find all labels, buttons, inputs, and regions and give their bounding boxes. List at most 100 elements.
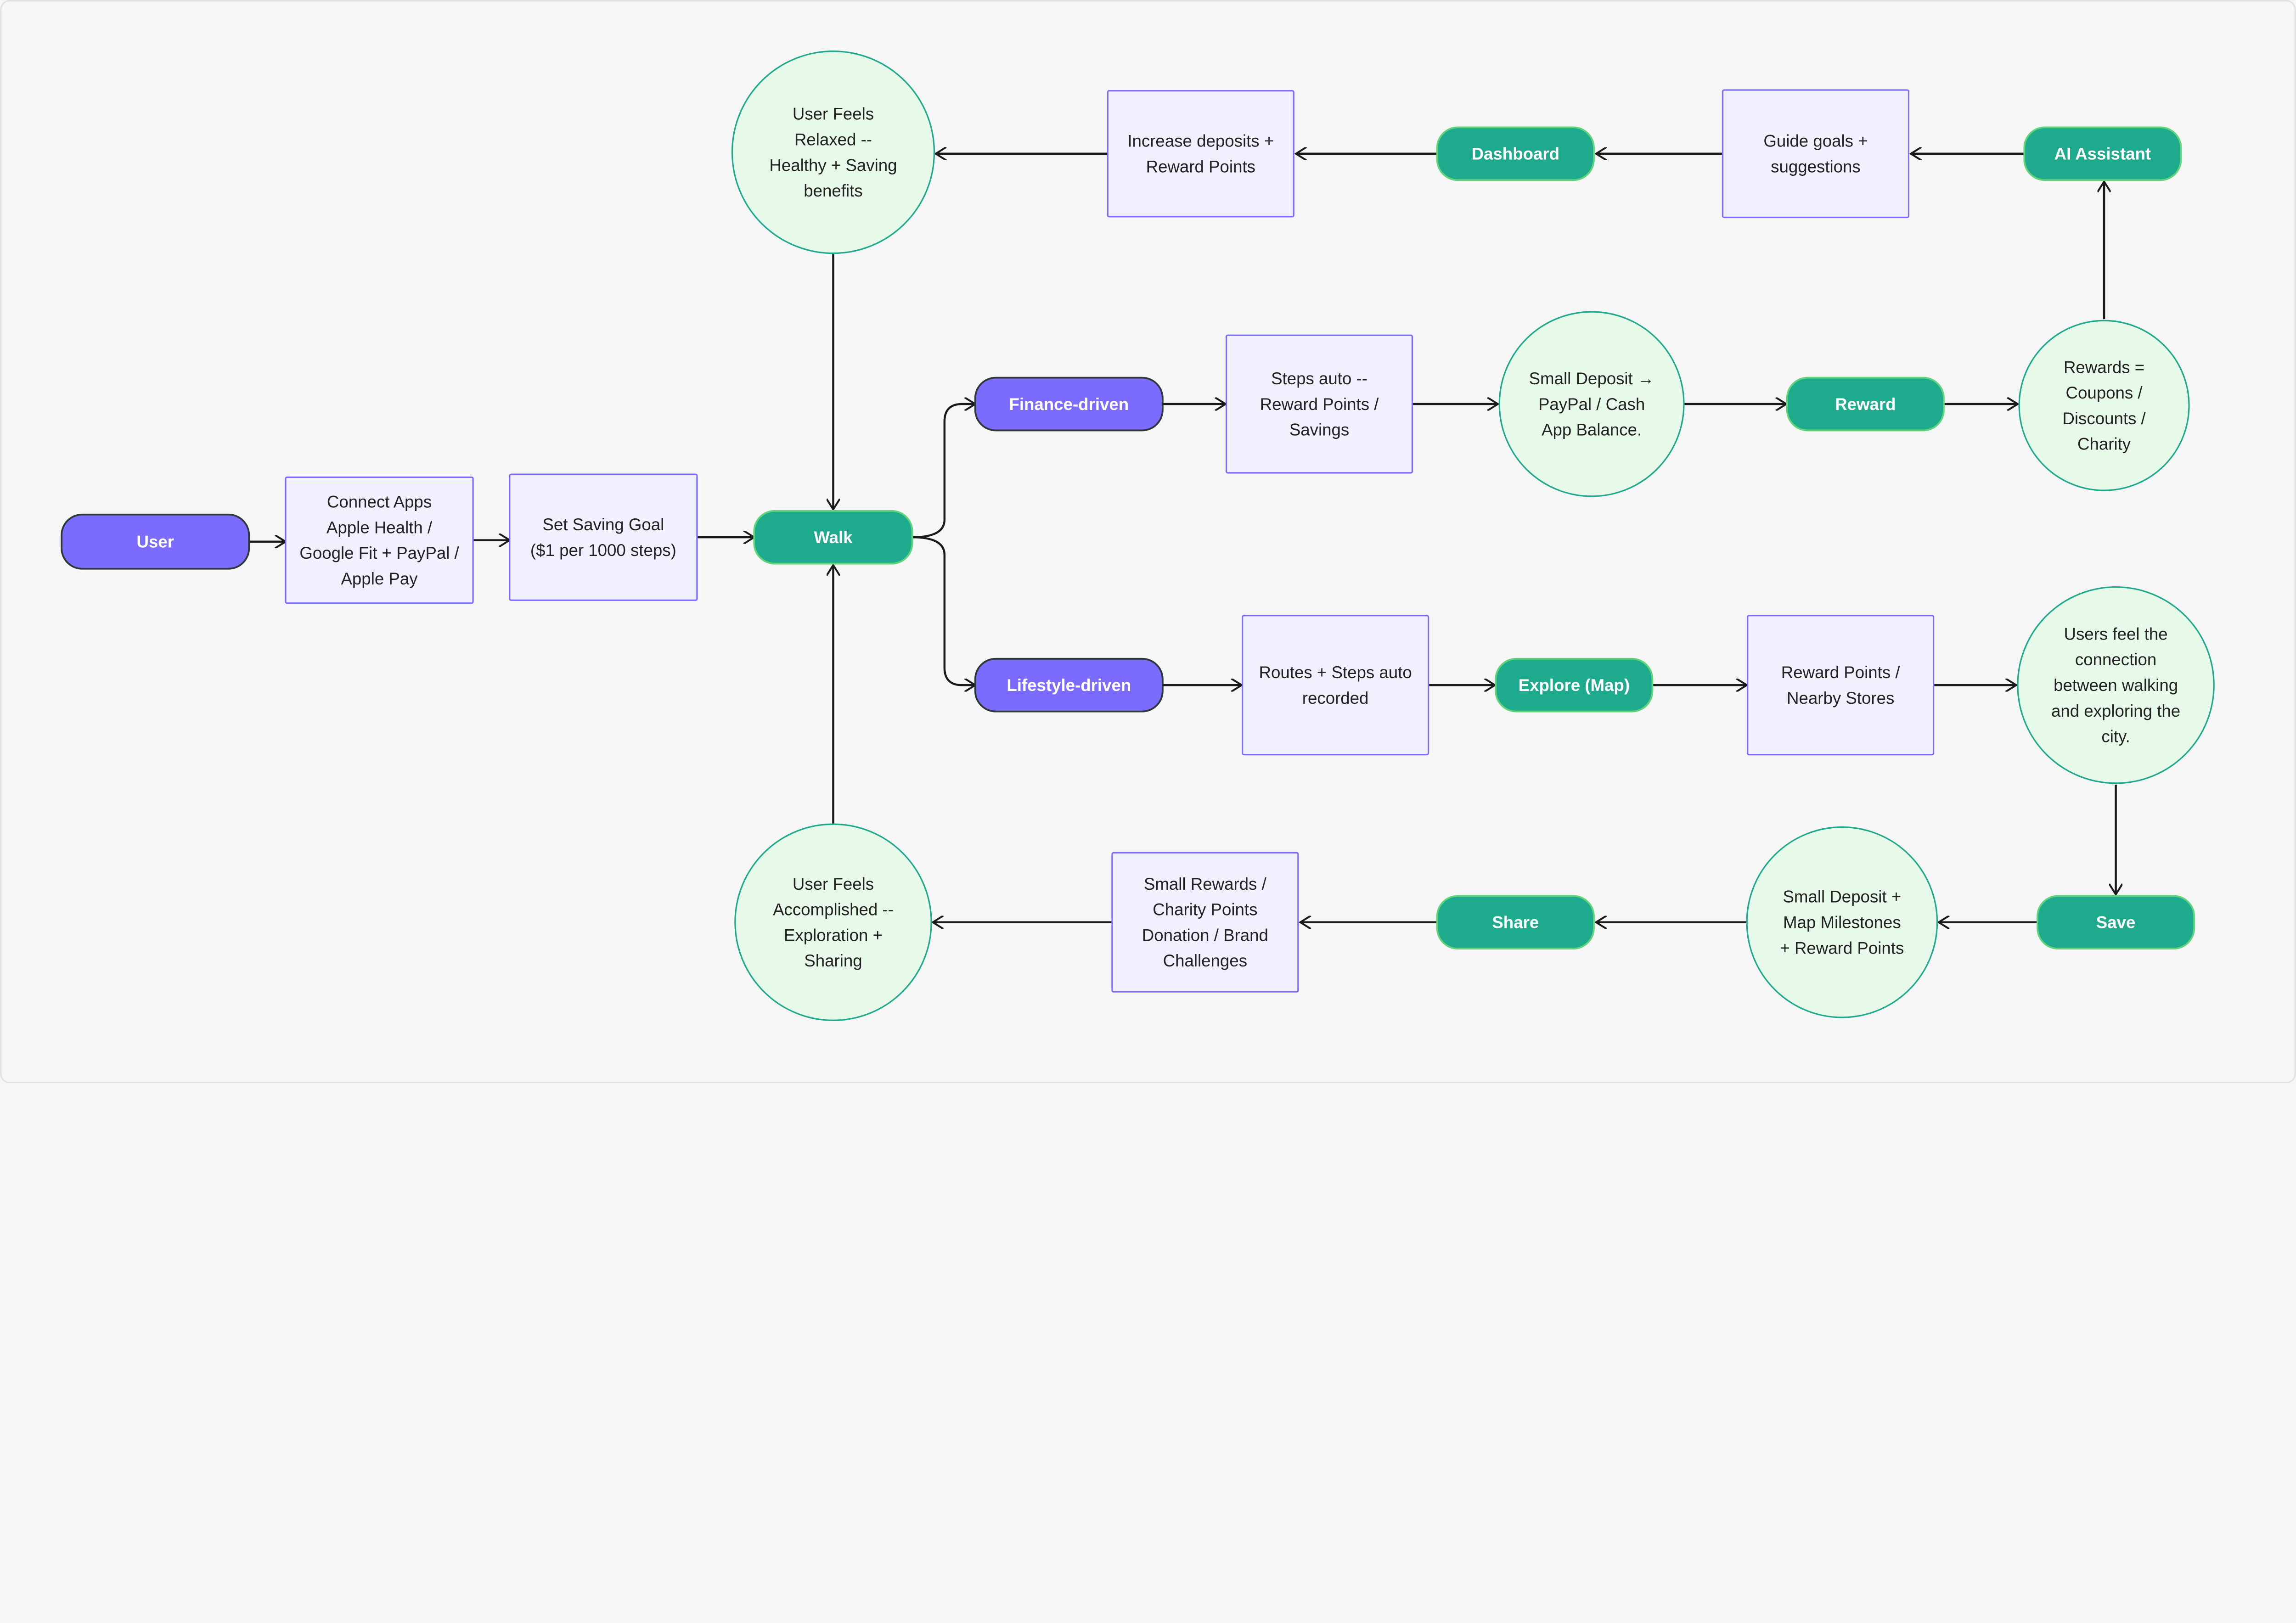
node-reward[interactable]: Reward bbox=[1786, 376, 1945, 432]
node-label-line: User Feels bbox=[793, 105, 874, 124]
node-label-line: Discounts / bbox=[2062, 409, 2146, 428]
node-label-line: App Balance. bbox=[1542, 421, 1642, 439]
node-explore[interactable]: Explore (Map) bbox=[1495, 657, 1654, 713]
node-label-line: Lifestyle-driven bbox=[1007, 676, 1131, 695]
node-label-line: Users feel the bbox=[2064, 624, 2168, 643]
node-label-line: User bbox=[136, 532, 174, 551]
node-label-line: connection bbox=[2075, 650, 2156, 669]
node-label-line: Share bbox=[1492, 913, 1539, 932]
pill-shape bbox=[1436, 126, 1595, 181]
node-label-line: Challenges bbox=[1163, 951, 1247, 970]
node-label-line: Reward Points / bbox=[1781, 663, 1901, 682]
node-label-line: Reward Points bbox=[1146, 157, 1255, 176]
node-label-line: suggestions bbox=[1771, 157, 1861, 176]
node-walk[interactable]: Walk bbox=[753, 510, 913, 565]
node-user[interactable]: User bbox=[61, 513, 250, 570]
box-shape bbox=[1111, 852, 1299, 993]
node-label-line: and exploring the bbox=[2051, 702, 2180, 720]
node-finance[interactable]: Finance-driven bbox=[974, 376, 1164, 432]
node-rewards[interactable]: Rewards =Coupons /Discounts /Charity bbox=[2018, 320, 2190, 491]
pill-shape bbox=[61, 513, 250, 570]
node-label-line: Google Fit + PayPal / bbox=[299, 544, 459, 562]
circle-shape bbox=[731, 51, 935, 254]
node-label-line: Reward bbox=[1835, 395, 1896, 414]
circle-shape bbox=[734, 823, 932, 1021]
box-shape bbox=[1242, 615, 1429, 756]
node-label-line: recorded bbox=[1302, 689, 1369, 708]
node-label-line: Small Deposit + bbox=[1783, 887, 1901, 906]
node-label-line: benefits bbox=[804, 181, 862, 200]
box-shape bbox=[285, 476, 474, 604]
box-shape bbox=[509, 473, 698, 601]
node-label-line: Charity bbox=[2077, 435, 2131, 454]
edges-layer bbox=[249, 154, 2116, 922]
node-label-line: Charity Points bbox=[1153, 900, 1257, 919]
node-label-line: Donation / Brand bbox=[1142, 926, 1268, 944]
arrow-walk-to-finance bbox=[912, 404, 975, 539]
node-label-line: Apple Health / bbox=[326, 518, 433, 537]
node-steps[interactable]: Steps auto --Reward Points /Savings bbox=[1225, 334, 1413, 474]
node-label-line: + Reward Points bbox=[1780, 938, 1904, 957]
node-label-line: Steps auto -- bbox=[1271, 369, 1367, 388]
node-label-line: Small Deposit → bbox=[1529, 369, 1654, 388]
node-label-line: Nearby Stores bbox=[1787, 689, 1894, 708]
pill-shape bbox=[1495, 657, 1654, 713]
box-shape bbox=[1225, 334, 1413, 474]
node-increase[interactable]: Increase deposits + Reward Points bbox=[1107, 90, 1294, 218]
pill-shape bbox=[1436, 895, 1595, 950]
node-dashboard[interactable]: Dashboard bbox=[1436, 126, 1595, 181]
node-label-line: Set Saving Goal bbox=[542, 515, 664, 534]
node-nearby[interactable]: Reward Points / Nearby Stores bbox=[1747, 615, 1935, 756]
node-milestones[interactable]: Small Deposit + Map Milestones + Reward Po… bbox=[1746, 826, 1938, 1018]
node-label-line: Connect Apps bbox=[327, 493, 432, 511]
node-label-line: Exploration + bbox=[784, 926, 883, 944]
node-label-line: Relaxed -- bbox=[794, 130, 872, 149]
node-label-line: Apple Pay bbox=[341, 569, 418, 588]
node-label-line: Increase deposits + bbox=[1127, 132, 1274, 151]
node-label-line: Routes + Steps auto bbox=[1259, 663, 1412, 682]
node-label-line: Save bbox=[2096, 913, 2136, 932]
node-label-line: Explore (Map) bbox=[1519, 676, 1630, 695]
circle-shape bbox=[1746, 826, 1938, 1018]
box-shape bbox=[1722, 89, 1910, 219]
pill-shape bbox=[2023, 126, 2182, 181]
circle-shape bbox=[2018, 320, 2190, 491]
node-label-line: Dashboard bbox=[1472, 145, 1559, 163]
node-routes[interactable]: Routes + Steps auto recorded bbox=[1242, 615, 1429, 756]
node-label-line: Healthy + Saving bbox=[769, 156, 897, 174]
node-guide[interactable]: Guide goals + suggestions bbox=[1722, 89, 1910, 219]
node-lifestyle[interactable]: Lifestyle-driven bbox=[974, 657, 1164, 713]
pill-shape bbox=[1786, 376, 1945, 432]
node-label-line: Map Milestones bbox=[1783, 913, 1901, 932]
node-label-line: ($1 per 1000 steps) bbox=[530, 541, 676, 560]
circle-shape bbox=[1498, 311, 1685, 497]
node-label-line: Guide goals + bbox=[1763, 132, 1868, 151]
box-shape bbox=[1107, 90, 1294, 218]
pill-shape bbox=[974, 376, 1164, 432]
node-ai[interactable]: AI Assistant bbox=[2023, 126, 2182, 181]
node-label-line: Sharing bbox=[804, 951, 862, 970]
node-save[interactable]: Save bbox=[2037, 895, 2195, 950]
node-label-line: AI Assistant bbox=[2054, 145, 2151, 163]
node-label-line: PayPal / Cash bbox=[1538, 395, 1645, 414]
pill-shape bbox=[2037, 895, 2195, 950]
node-share[interactable]: Share bbox=[1436, 895, 1595, 950]
circle-shape bbox=[2017, 586, 2215, 784]
node-goal[interactable]: Set Saving Goal ($1 per 1000 steps) bbox=[509, 473, 698, 601]
node-label-line: Small Rewards / bbox=[1144, 875, 1267, 893]
node-label-line: Walk bbox=[814, 528, 853, 547]
node-label-line: Savings bbox=[1289, 421, 1349, 439]
node-label-line: Accomplished -- bbox=[773, 900, 894, 919]
node-label-line: User Feels bbox=[793, 875, 874, 893]
pill-shape bbox=[974, 657, 1164, 713]
node-label-line: Finance-driven bbox=[1009, 395, 1129, 414]
box-shape bbox=[1747, 615, 1935, 756]
